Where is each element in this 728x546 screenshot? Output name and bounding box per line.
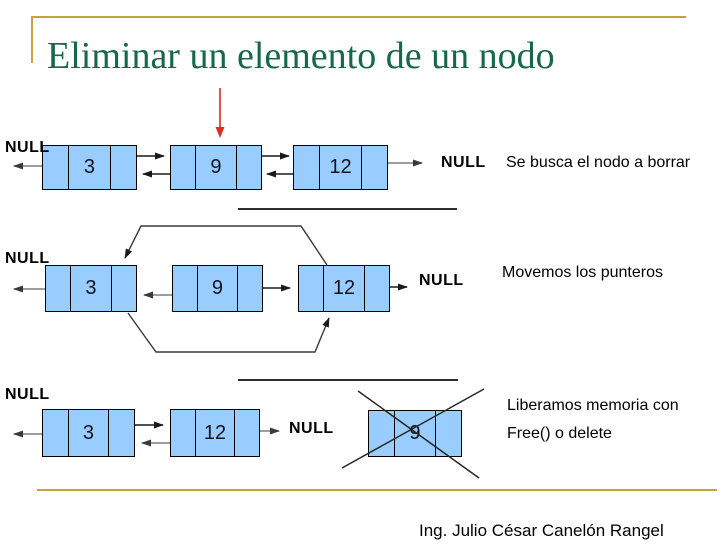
step1-caption: Se busca el nodo a borrar xyxy=(506,154,691,171)
list-node-step2-12: 12 xyxy=(298,265,390,312)
cross-out-x-icon xyxy=(341,388,485,479)
node-value: 9 xyxy=(210,156,222,178)
list-node-step2-9: 9 xyxy=(172,265,263,312)
step1-arrows xyxy=(13,88,423,178)
list-node-step1-12: 12 xyxy=(293,145,388,190)
null-label-left-step2: NULL xyxy=(5,250,50,267)
null-label-right-step3: NULL xyxy=(289,420,334,437)
step3-caption: Liberamos memoria con Free() o delete xyxy=(507,397,679,442)
data-cell: 12 xyxy=(194,410,236,456)
deleted-node-step3-9: 9 xyxy=(368,410,462,457)
list-node-step3-3: 3 xyxy=(42,409,135,457)
null-label-right-step2: NULL xyxy=(419,272,464,289)
node-value: 12 xyxy=(203,421,227,444)
prev-bypass-arrow-12to3 xyxy=(124,225,328,266)
node-value: 3 xyxy=(82,421,95,444)
null-label-right-step1: NULL xyxy=(441,154,486,171)
node-value: 12 xyxy=(332,277,356,299)
data-cell: 12 xyxy=(319,146,362,189)
slide-title: Eliminar un elemento de un nodo xyxy=(47,35,555,77)
node-value: 9 xyxy=(409,422,421,444)
data-cell: 3 xyxy=(70,266,112,311)
null-label-left-step1: NULL xyxy=(5,139,50,156)
node-value: 3 xyxy=(85,277,97,299)
data-cell: 3 xyxy=(67,410,110,456)
node-value: 12 xyxy=(329,156,352,178)
data-cell: 12 xyxy=(323,266,365,311)
list-node-step2-3: 3 xyxy=(45,265,137,312)
list-node-step1-3: 3 xyxy=(42,145,137,190)
list-node-step3-12: 12 xyxy=(170,409,260,457)
null-label-left-step3: NULL xyxy=(5,386,50,403)
data-cell: 3 xyxy=(68,146,111,189)
gold-left-rule xyxy=(31,16,33,63)
data-cell: 9 xyxy=(393,411,437,456)
node-value: 3 xyxy=(83,156,96,178)
data-cell: 9 xyxy=(195,146,237,189)
list-node-step1-9: 9 xyxy=(170,145,262,190)
gold-bottom-rule xyxy=(37,489,717,491)
node-value: 9 xyxy=(211,277,224,299)
step3-arrows xyxy=(13,388,485,479)
data-cell: 9 xyxy=(197,266,238,311)
step2-arrows xyxy=(13,225,408,353)
slide-footer-author: Ing. Julio César Canelón Rangel xyxy=(419,521,664,540)
next-bypass-arrow-3to12 xyxy=(127,312,330,353)
gold-top-rule xyxy=(31,16,686,18)
step2-caption: Movemos los punteros xyxy=(502,264,663,281)
